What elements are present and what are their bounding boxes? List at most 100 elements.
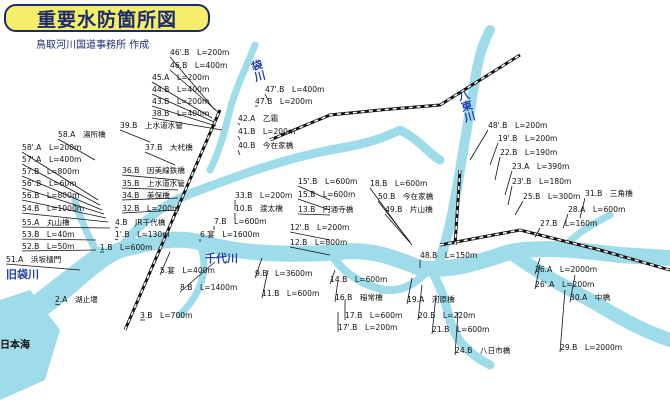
leader-line-4 [151, 93, 215, 123]
site-label-8: 58.A 湯所橋 [58, 129, 106, 139]
site-label-55: 19'.B L=200m [498, 134, 557, 143]
site-label-31: 7.B L=600m [214, 217, 267, 226]
site-label-33: 5.宴 L=400m [160, 265, 215, 275]
railway-line-2-ties [269, 54, 521, 141]
site-label-22: 2.A 湖止堰 [55, 294, 98, 304]
site-label-5: 43.B L=200m [152, 97, 209, 106]
page-title: 重要水防箇所図 [36, 8, 177, 31]
site-label-4: 44.B L=400m [152, 85, 209, 94]
leader-line-43 [297, 198, 331, 211]
leader-line-19 [114, 226, 119, 229]
site-label-35: 9.B L=3600m [255, 269, 312, 278]
river-name-3: 千代川 [205, 251, 238, 265]
river-name-1: 袋川 [248, 57, 267, 83]
site-label-46: 12.B L=800m [290, 238, 347, 247]
site-label-20: 1'.B L=130m [115, 230, 170, 239]
site-label-57: 23.A L=390m [512, 162, 569, 171]
site-label-19: 4.B JR千代橋 [115, 217, 166, 227]
leader-line-46 [289, 246, 331, 256]
leader-line-15 [21, 226, 111, 229]
leader-line-42 [297, 185, 331, 201]
south-branch [176, 241, 208, 319]
leader-line-1 [169, 56, 216, 111]
leader-line-58 [507, 185, 513, 206]
leader-line-28 [121, 209, 179, 214]
site-label-66: 21.B L=600m [432, 325, 489, 334]
site-label-60: 31.B 三角橋 [585, 188, 633, 198]
leader-line-56 [494, 156, 501, 181]
site-label-11: 57.B L=800m [22, 167, 79, 176]
site-label-65: 20.B L=220m [418, 311, 475, 320]
leader-line-14 [21, 212, 109, 223]
river-name-4: 旧袋川 [6, 267, 39, 281]
leader-line-27 [121, 197, 179, 201]
site-label-9: 58'.A L=200m [22, 143, 81, 152]
site-label-1: 46'.B L=200m [170, 48, 229, 57]
site-label-12: 56'.B L=60m [22, 179, 77, 188]
leader-line-9 [21, 151, 99, 201]
leader-line-16 [21, 238, 97, 241]
leader-line-68 [534, 257, 541, 275]
site-label-53: 49.B 片山橋 [385, 204, 433, 214]
leader-line-34 [179, 261, 216, 293]
leader-line-22 [54, 303, 61, 306]
site-label-45: 12'.B L=200m [290, 223, 349, 232]
side-branch [425, 263, 495, 370]
leader-line-62 [534, 227, 541, 238]
site-label-50: 17'.B L=200m [338, 323, 397, 332]
site-label-47: 14.B L=600m [330, 275, 387, 284]
railway-line-1 [123, 109, 222, 331]
site-label-70: 30.A 中橋 [570, 292, 610, 302]
site-label-41: 40.B 今在家橋 [238, 140, 294, 150]
site-label-14: 54.B L=1000m [22, 204, 84, 213]
leader-line-45 [289, 231, 331, 241]
fukuro-river [115, 125, 445, 255]
site-label-16: 53.B L=40m [22, 230, 75, 239]
fukuro-upper [206, 41, 259, 174]
site-label-25: 36.B 因美線鉄橋 [122, 165, 185, 175]
leader-line-54 [469, 129, 489, 161]
site-label-28: 32.B L=200m [122, 204, 179, 213]
leader-line-33 [159, 251, 171, 276]
leader-line-36 [261, 269, 269, 299]
title-box: 重要水防箇所図 [4, 4, 210, 32]
leader-line-57 [504, 170, 513, 196]
leader-line-64 [406, 277, 413, 305]
leader-line-70 [569, 274, 576, 303]
site-label-64: 19.A 河原橋 [407, 294, 455, 304]
site-label-44: 13.B 円通寺橋 [298, 204, 354, 214]
site-label-23: 3.B L=700m [140, 311, 193, 320]
site-label-21: 1.B L=600m [100, 243, 153, 252]
leader-line-17 [21, 249, 97, 252]
subtitle: 鳥取河川国道事務所 作成 [36, 40, 150, 51]
leader-line-5 [151, 105, 217, 127]
leader-line-61 [562, 213, 569, 229]
site-label-59: 25.B L=300m [523, 192, 580, 201]
leader-line-26 [121, 187, 179, 191]
site-label-63: 48.B L=150m [420, 251, 477, 260]
site-label-3: 45.A L=200m [152, 73, 209, 82]
site-label-48: 16.B 稲常橋 [335, 292, 383, 302]
leader-line-37 [264, 93, 269, 101]
leader-line-7 [119, 129, 151, 143]
leader-line-8 [57, 138, 96, 161]
leader-line-60 [579, 197, 586, 219]
site-label-29: 33.B L=200m [235, 191, 292, 200]
leader-line-24 [144, 151, 176, 166]
site-label-26: 35.B 上水道水管 [122, 178, 185, 188]
site-label-2: 46.B L=400m [170, 61, 227, 70]
leader-line-10 [21, 163, 101, 206]
leader-line-12 [21, 187, 105, 215]
site-label-24: 37.B 大杙橋 [145, 142, 193, 152]
leader-line-47 [329, 269, 336, 285]
site-label-32: 6.宴 L=1600m [200, 229, 260, 239]
site-label-34: 8.B L=1400m [180, 283, 237, 292]
east-tributary [556, 211, 614, 254]
site-label-7: 39.B 上水道水管 [120, 120, 183, 130]
site-label-39: 42.A 乙霜 [238, 114, 278, 123]
leader-line-39 [237, 122, 241, 126]
leader-line-2 [169, 69, 219, 113]
site-labels: 46'.B L=200m 46.B L=400m 45.A L=200m 44.B L… [6, 48, 633, 355]
railway-line-4 [453, 169, 462, 246]
leader-lines [5, 56, 586, 356]
